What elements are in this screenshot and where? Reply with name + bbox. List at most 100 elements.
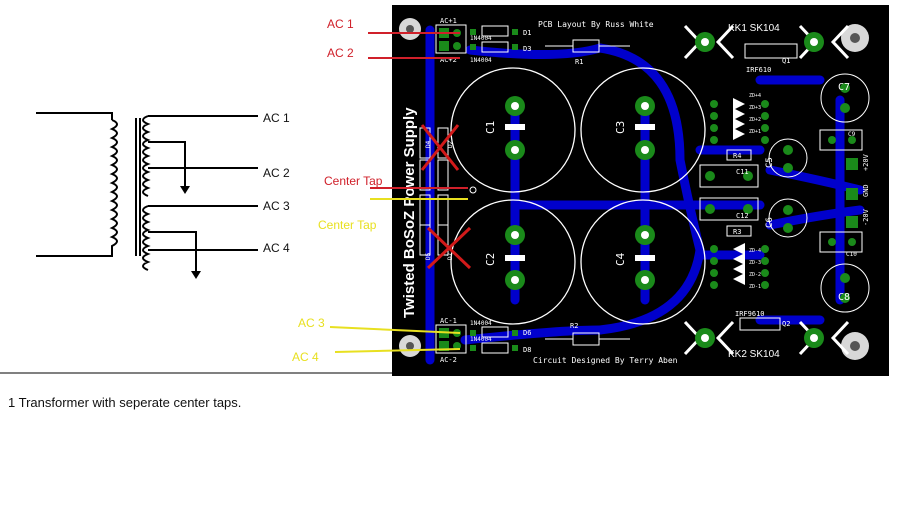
conn-ac-plus2: AC+2	[440, 56, 457, 64]
output-neg-label: -20V	[862, 208, 870, 226]
cap-c1-outline	[450, 67, 576, 193]
resistor-r3	[726, 225, 752, 237]
zd-bot-3: ZD-1	[749, 284, 761, 290]
diodes-top	[470, 25, 518, 53]
cap-c3-outline	[580, 67, 706, 193]
label-c8: C8	[838, 292, 850, 303]
q1-label: Q1	[782, 57, 790, 65]
primary-lead-top	[36, 112, 113, 120]
label-c5: C5	[765, 157, 775, 168]
mounting-holes	[399, 18, 869, 360]
transformer-label-ac2: AC 2	[263, 166, 290, 180]
cap-c2-pads	[505, 225, 525, 290]
big-caps	[450, 67, 706, 325]
secondary-coil-lower	[142, 205, 151, 271]
cap-c12	[699, 197, 759, 221]
annotation-center-tap-2: Center Tap	[318, 218, 377, 232]
annotation-wires	[329, 32, 468, 353]
diode-part-top-1: 1N4004	[470, 35, 492, 42]
zener-ladder-bottom	[710, 243, 769, 289]
heatsink-kk1	[683, 24, 850, 60]
cap-pads	[505, 96, 655, 290]
output-pos-label: +20V	[862, 153, 870, 171]
resistor-r2	[545, 332, 630, 346]
zd-top-1: ZD+3	[749, 105, 761, 111]
cap-c11	[699, 164, 759, 188]
label-r1: R1	[575, 58, 583, 66]
label-d4: D4	[425, 140, 432, 148]
conn-ac-minus2: AC-2	[440, 356, 457, 364]
annotation-center-tap-1: Center Tap	[324, 174, 383, 188]
zd-top-2: ZD+2	[749, 117, 761, 123]
zd-top-0: ZD+4	[749, 93, 761, 99]
label-d7: D7	[447, 252, 454, 260]
cap-c7	[820, 73, 870, 123]
diode-part-top-2: 1N4004	[470, 57, 492, 64]
conn-ac-minus1: AC-1	[440, 317, 457, 325]
zd-top-3: ZD+1	[749, 129, 761, 135]
heatsink-kk2	[683, 317, 850, 356]
removed-diode-crosses	[420, 124, 472, 270]
cap-c4-pads	[635, 225, 655, 290]
label-d1: D1	[523, 29, 531, 37]
label-d8: D8	[523, 346, 531, 354]
pcb-vertical-title: Twisted BoSoZ Power Supply	[401, 107, 418, 318]
label-c7: C7	[838, 82, 850, 93]
annotation-ac3: AC 3	[298, 316, 325, 330]
label-d5: D5	[425, 252, 432, 260]
resistor-r4	[726, 149, 752, 161]
center-tap-pad	[469, 186, 477, 194]
figure-caption: 1 Transformer with seperate center taps.	[8, 395, 242, 410]
q2-part: IRF9610	[735, 310, 765, 318]
transformer-label-ac1: AC 1	[263, 111, 290, 125]
layout-credit: PCB Layout By Russ White	[538, 20, 654, 29]
annotation-ac2: AC 2	[327, 46, 354, 60]
label-d6: D6	[523, 329, 531, 337]
zd-bot-0: ZD-4	[749, 248, 761, 254]
pcb-board: C1 C3 C2 C4 Twisted BoSoZ Power Supply P…	[392, 5, 889, 376]
zd-bot-1: ZD-3	[749, 260, 761, 266]
primary-coil	[109, 119, 118, 250]
label-c11: C11	[736, 168, 749, 176]
label-c2: C2	[484, 253, 497, 266]
label-c12: C12	[736, 212, 749, 220]
output-connector	[846, 158, 858, 228]
resistor-r1	[545, 39, 630, 53]
cap-c4-outline	[580, 199, 706, 325]
label-d2: D2	[447, 140, 454, 148]
ac4-annotation-wire	[334, 348, 461, 353]
transformer-label-ac3: AC 3	[263, 199, 290, 213]
cap-c6	[768, 198, 808, 238]
cap-c9	[819, 129, 863, 151]
cap-c5	[768, 138, 808, 178]
heatsink-kk1-label: KK1 SK104	[728, 23, 780, 34]
secondary-coil-upper	[142, 115, 151, 197]
zd-bot-2: ZD-2	[749, 272, 761, 278]
label-c4: C4	[614, 252, 627, 266]
heatsink-kk2-label: KK2 SK104	[728, 349, 780, 360]
label-r4: R4	[733, 152, 741, 160]
annotation-ac1: AC 1	[327, 17, 354, 31]
diodes-bottom	[470, 326, 518, 354]
q1-part: IRF610	[746, 66, 771, 74]
conn-ac-plus1: AC+1	[440, 17, 457, 25]
transformer-label-ac4: AC 4	[263, 241, 290, 255]
ac3-annotation-wire	[329, 326, 461, 334]
zener-ladder-top	[710, 98, 769, 144]
transformer-schematic	[36, 112, 258, 275]
cap-c3-pads	[635, 96, 655, 160]
q2-label: Q2	[782, 320, 790, 328]
design-credit: Circuit Designed By Terry Aben	[533, 356, 678, 365]
cap-c10	[819, 231, 863, 253]
ground-arrow-lower	[191, 271, 201, 279]
label-r3: R3	[733, 228, 741, 236]
center-tap-upper-wire	[148, 141, 186, 190]
label-c10: C10	[846, 251, 857, 258]
label-c1: C1	[484, 121, 497, 134]
label-c3: C3	[614, 121, 627, 134]
label-c6: C6	[765, 217, 775, 228]
label-c9: C9	[848, 131, 856, 138]
primary-lead-bottom	[36, 250, 113, 257]
ground-arrow-upper	[180, 186, 190, 194]
